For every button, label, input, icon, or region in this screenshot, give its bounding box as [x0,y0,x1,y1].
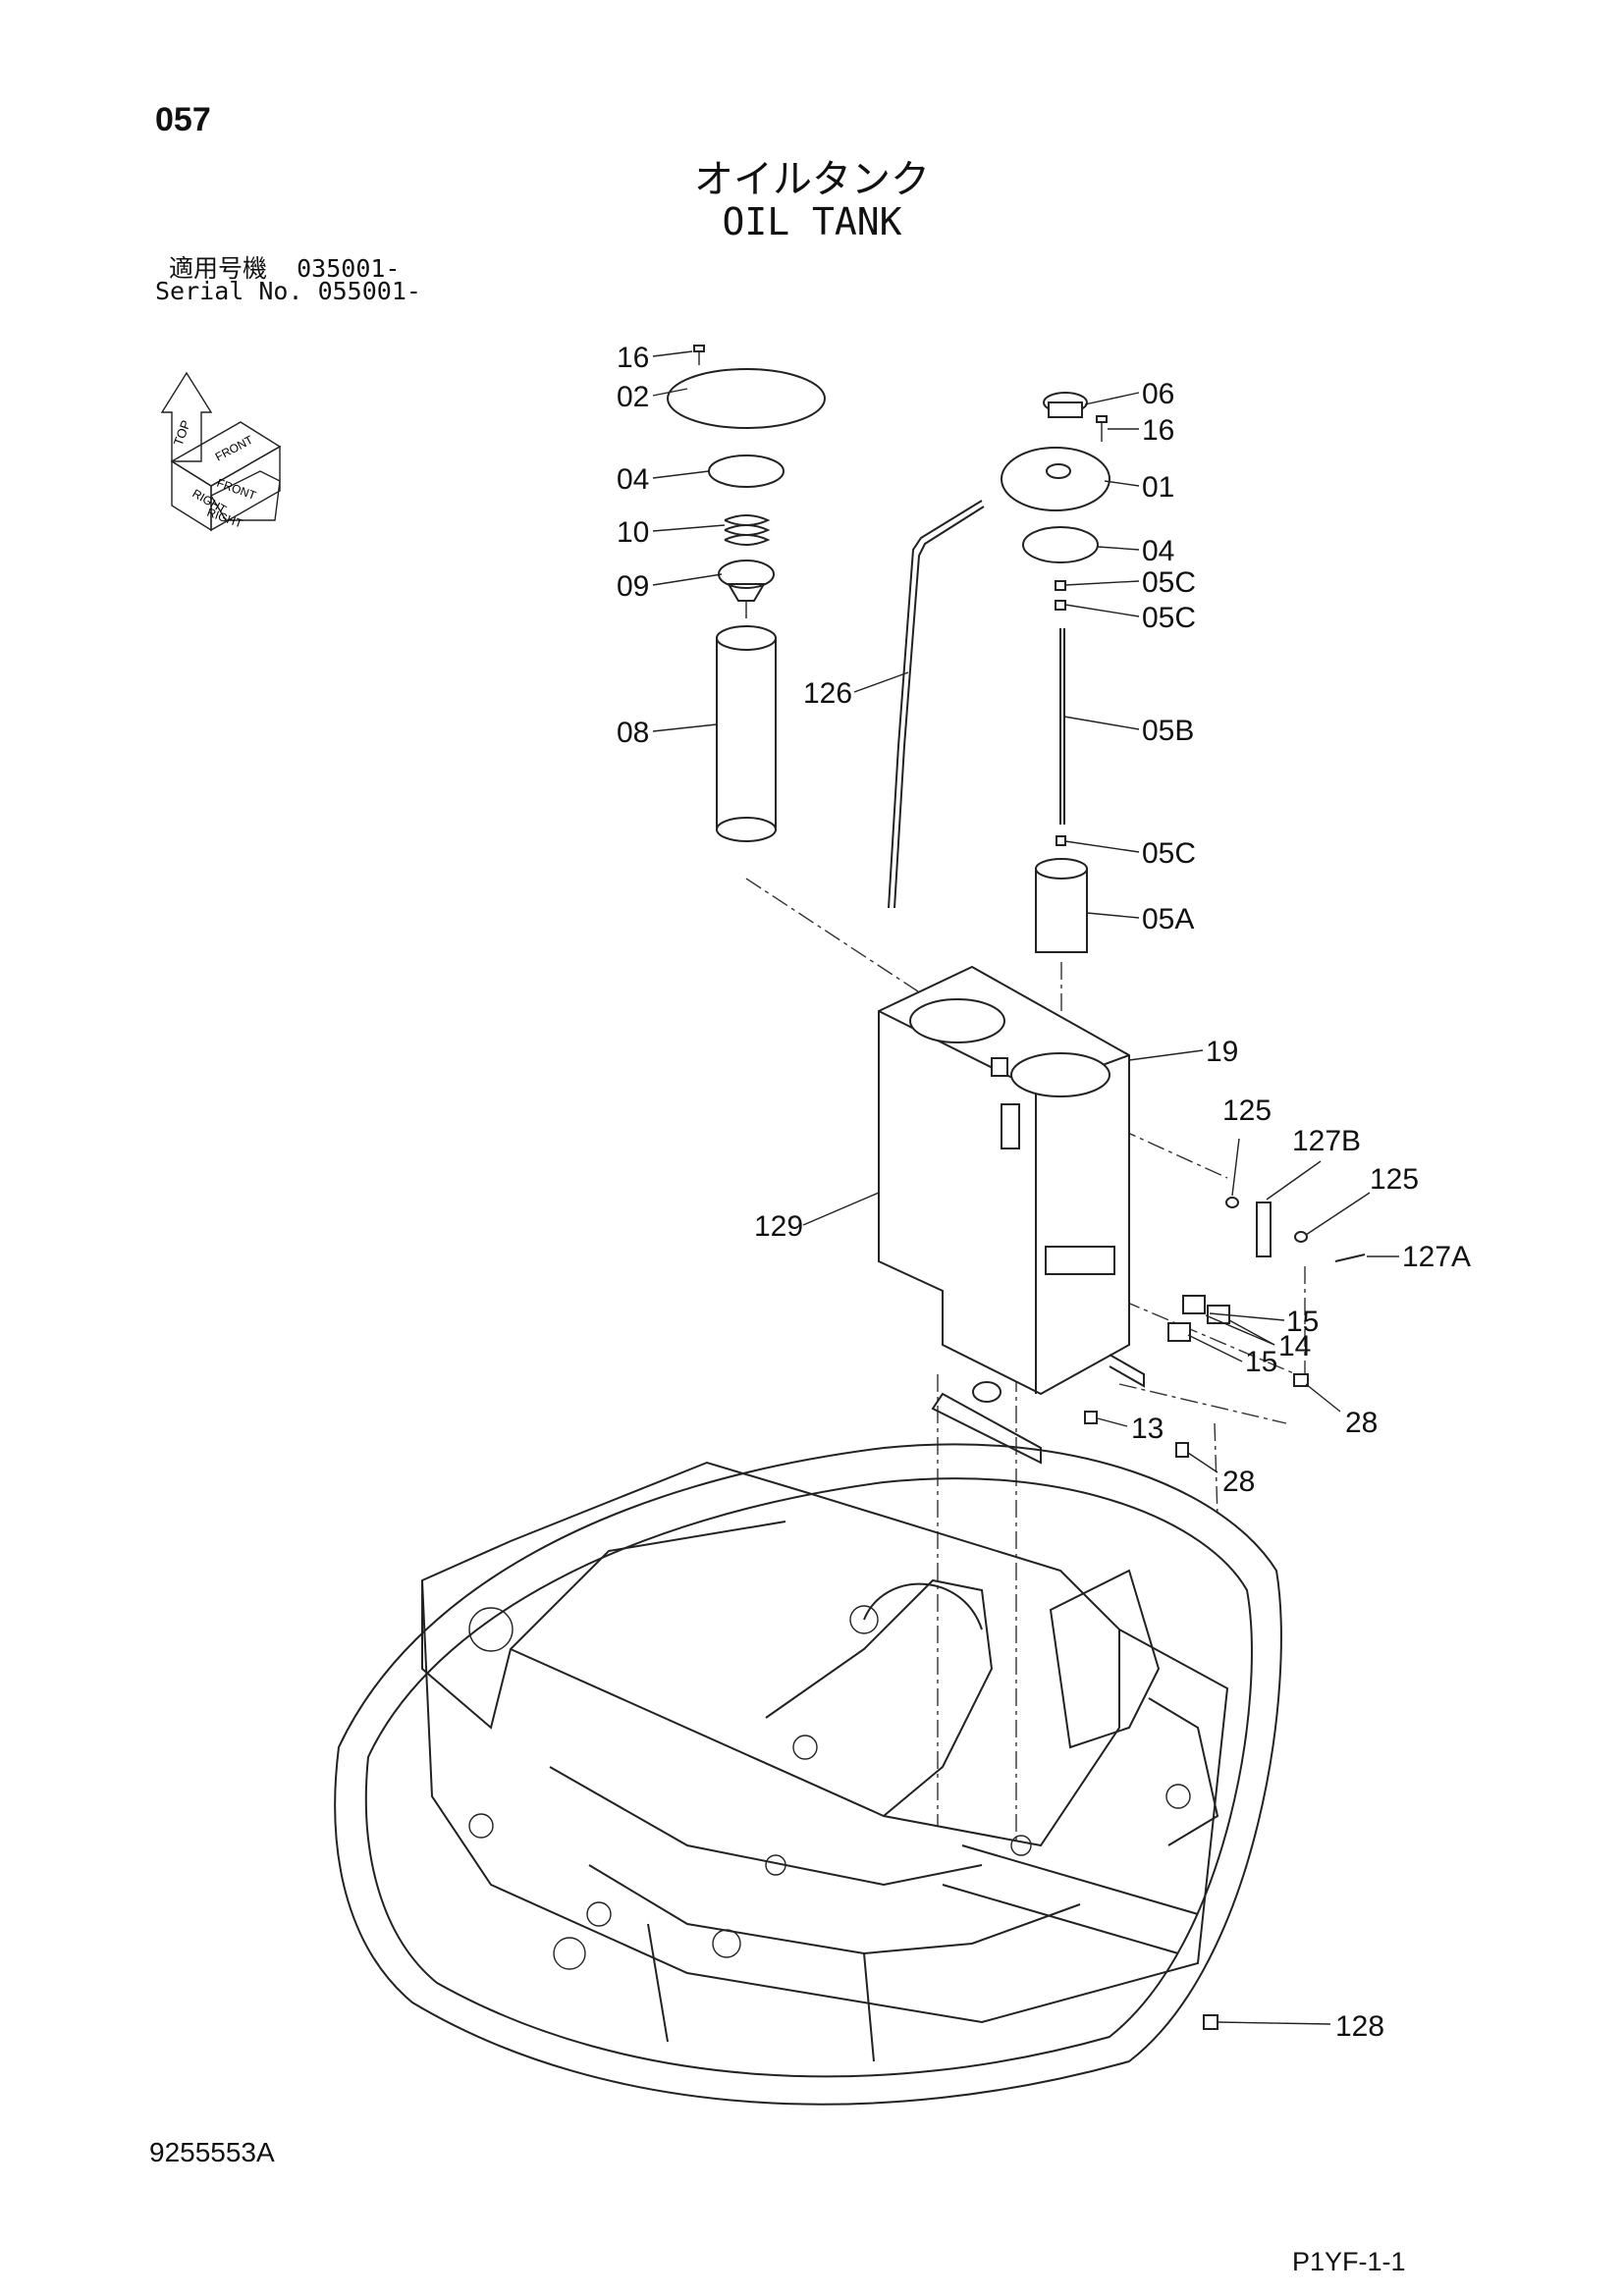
serial-value-en: 055001- [317,277,421,305]
serial-line-japanese: 適用号機 035001- [169,249,400,285]
callout-05b: 05B [1142,715,1194,747]
assembly-center-lines [745,878,1306,1845]
callout-06: 06 [1142,378,1174,410]
callout-28-b: 28 [1222,1466,1255,1498]
serial-value-ja: 035001- [297,254,401,283]
direction-cube-icon: TOP FRONT RIGHT FRONT RIGHT [160,371,282,532]
callout-04-b: 04 [1142,535,1174,567]
cube-label-front-1: FRONT [213,433,256,464]
callout-125-b: 125 [1370,1163,1419,1196]
callout-02: 02 [617,381,649,413]
title-japanese: オイルタンク [694,157,930,202]
serial-line-english: Serial No. 055001- [155,277,421,305]
upper-frame [334,1443,1282,2106]
callout-16-a: 16 [617,342,649,374]
serial-label-ja: 適用号機 [169,254,268,283]
callout-09: 09 [617,570,649,603]
callout-04-a: 04 [617,463,649,496]
callout-128: 128 [1335,2010,1384,2043]
callout-127b: 127B [1292,1125,1361,1157]
callout-28-a: 28 [1345,1407,1378,1439]
callout-leader-lines [652,350,1399,2025]
callout-05c-a: 05C [1142,566,1196,599]
page-code: P1YF-1-1 [1292,2247,1406,2276]
callout-126: 126 [803,677,852,710]
callout-15-b: 15 [1245,1346,1277,1378]
callout-15-a: 15 [1286,1306,1319,1338]
callout-08: 08 [617,717,649,749]
callout-labels: 16 02 04 10 09 08 126 06 16 01 04 05C 05… [617,342,1471,2043]
callout-05c-b: 05C [1142,602,1196,634]
title-english: OIL TANK [722,200,902,243]
cube-label-front-2: FRONT [215,476,258,504]
callout-05c-c: 05C [1142,837,1196,870]
callout-125-a: 125 [1222,1095,1272,1127]
callout-01: 01 [1142,471,1174,504]
callout-19: 19 [1206,1036,1238,1068]
filter-stack [667,345,826,842]
callout-127a: 127A [1402,1241,1471,1273]
callout-10: 10 [617,516,649,549]
document-number: 9255553A [149,2137,275,2167]
breather-stack [1001,392,1110,953]
callout-13: 13 [1131,1413,1164,1445]
cube-label-top: TOP [171,418,193,448]
callout-129: 129 [754,1210,803,1243]
page-number: 057 [155,101,211,138]
callout-14: 14 [1278,1330,1311,1362]
callout-16-b: 16 [1142,414,1174,447]
level-gauge-rod [888,500,985,909]
callout-05a: 05A [1142,903,1194,935]
oil-tank-body [878,965,1145,1465]
serial-label-en: Serial No. [155,277,303,305]
